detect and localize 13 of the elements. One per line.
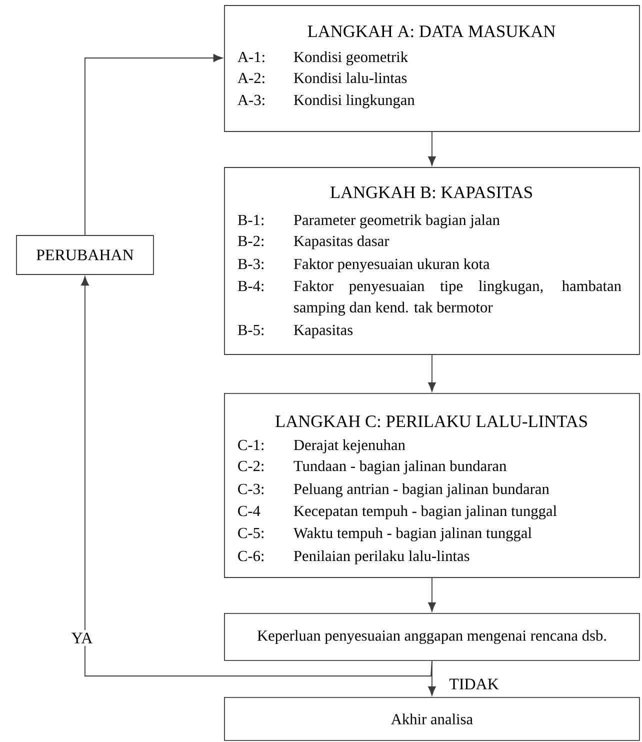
step-box: LANGKAH C: PERILAKU LALU-LINTAS C-1: Derajat kejenuhan C-2: Tundaan - bagian jalinan bundaran C-3: Peluang antrian - bagian jalinan bundaran C-4 Kecepatan tempuh - bagian jalinan tunggal C-5: Waktu tempuh - bagian jalinan tunggal C-6: Penilaian perilaku lalu-lintas — [224, 393, 640, 578]
step-box: Keperluan penyesuaian anggapan mengenai rencana dsb. — [224, 613, 640, 661]
step-box: LANGKAH B: KAPASITAS B-1: Parameter geometrik bagian jalan B-2: Kapasitas dasar B-3: Faktor penyesuaian ukuran kota B-4: Faktor penyesuaian tipe lingkugan, hambatan samping dan kend. tak bermotor B-5: Kapasitas — [224, 167, 640, 355]
arrow — [84, 54, 223, 236]
edge-label: TIDAK — [446, 676, 502, 692]
arrow — [428, 131, 436, 166]
step-box: LANGKAH A: DATA MASUKAN A-1: Kondisi geometrik A-2: Kondisi lalu-lintas A-3: Kondisi lingkungan — [224, 5, 640, 132]
arrow — [81, 276, 432, 676]
step-box: PERUBAHAN — [16, 235, 154, 275]
edge-label: YA — [68, 630, 96, 646]
arrow — [428, 577, 436, 612]
step-box: Akhir analisa — [224, 697, 640, 741]
arrow — [428, 354, 436, 392]
